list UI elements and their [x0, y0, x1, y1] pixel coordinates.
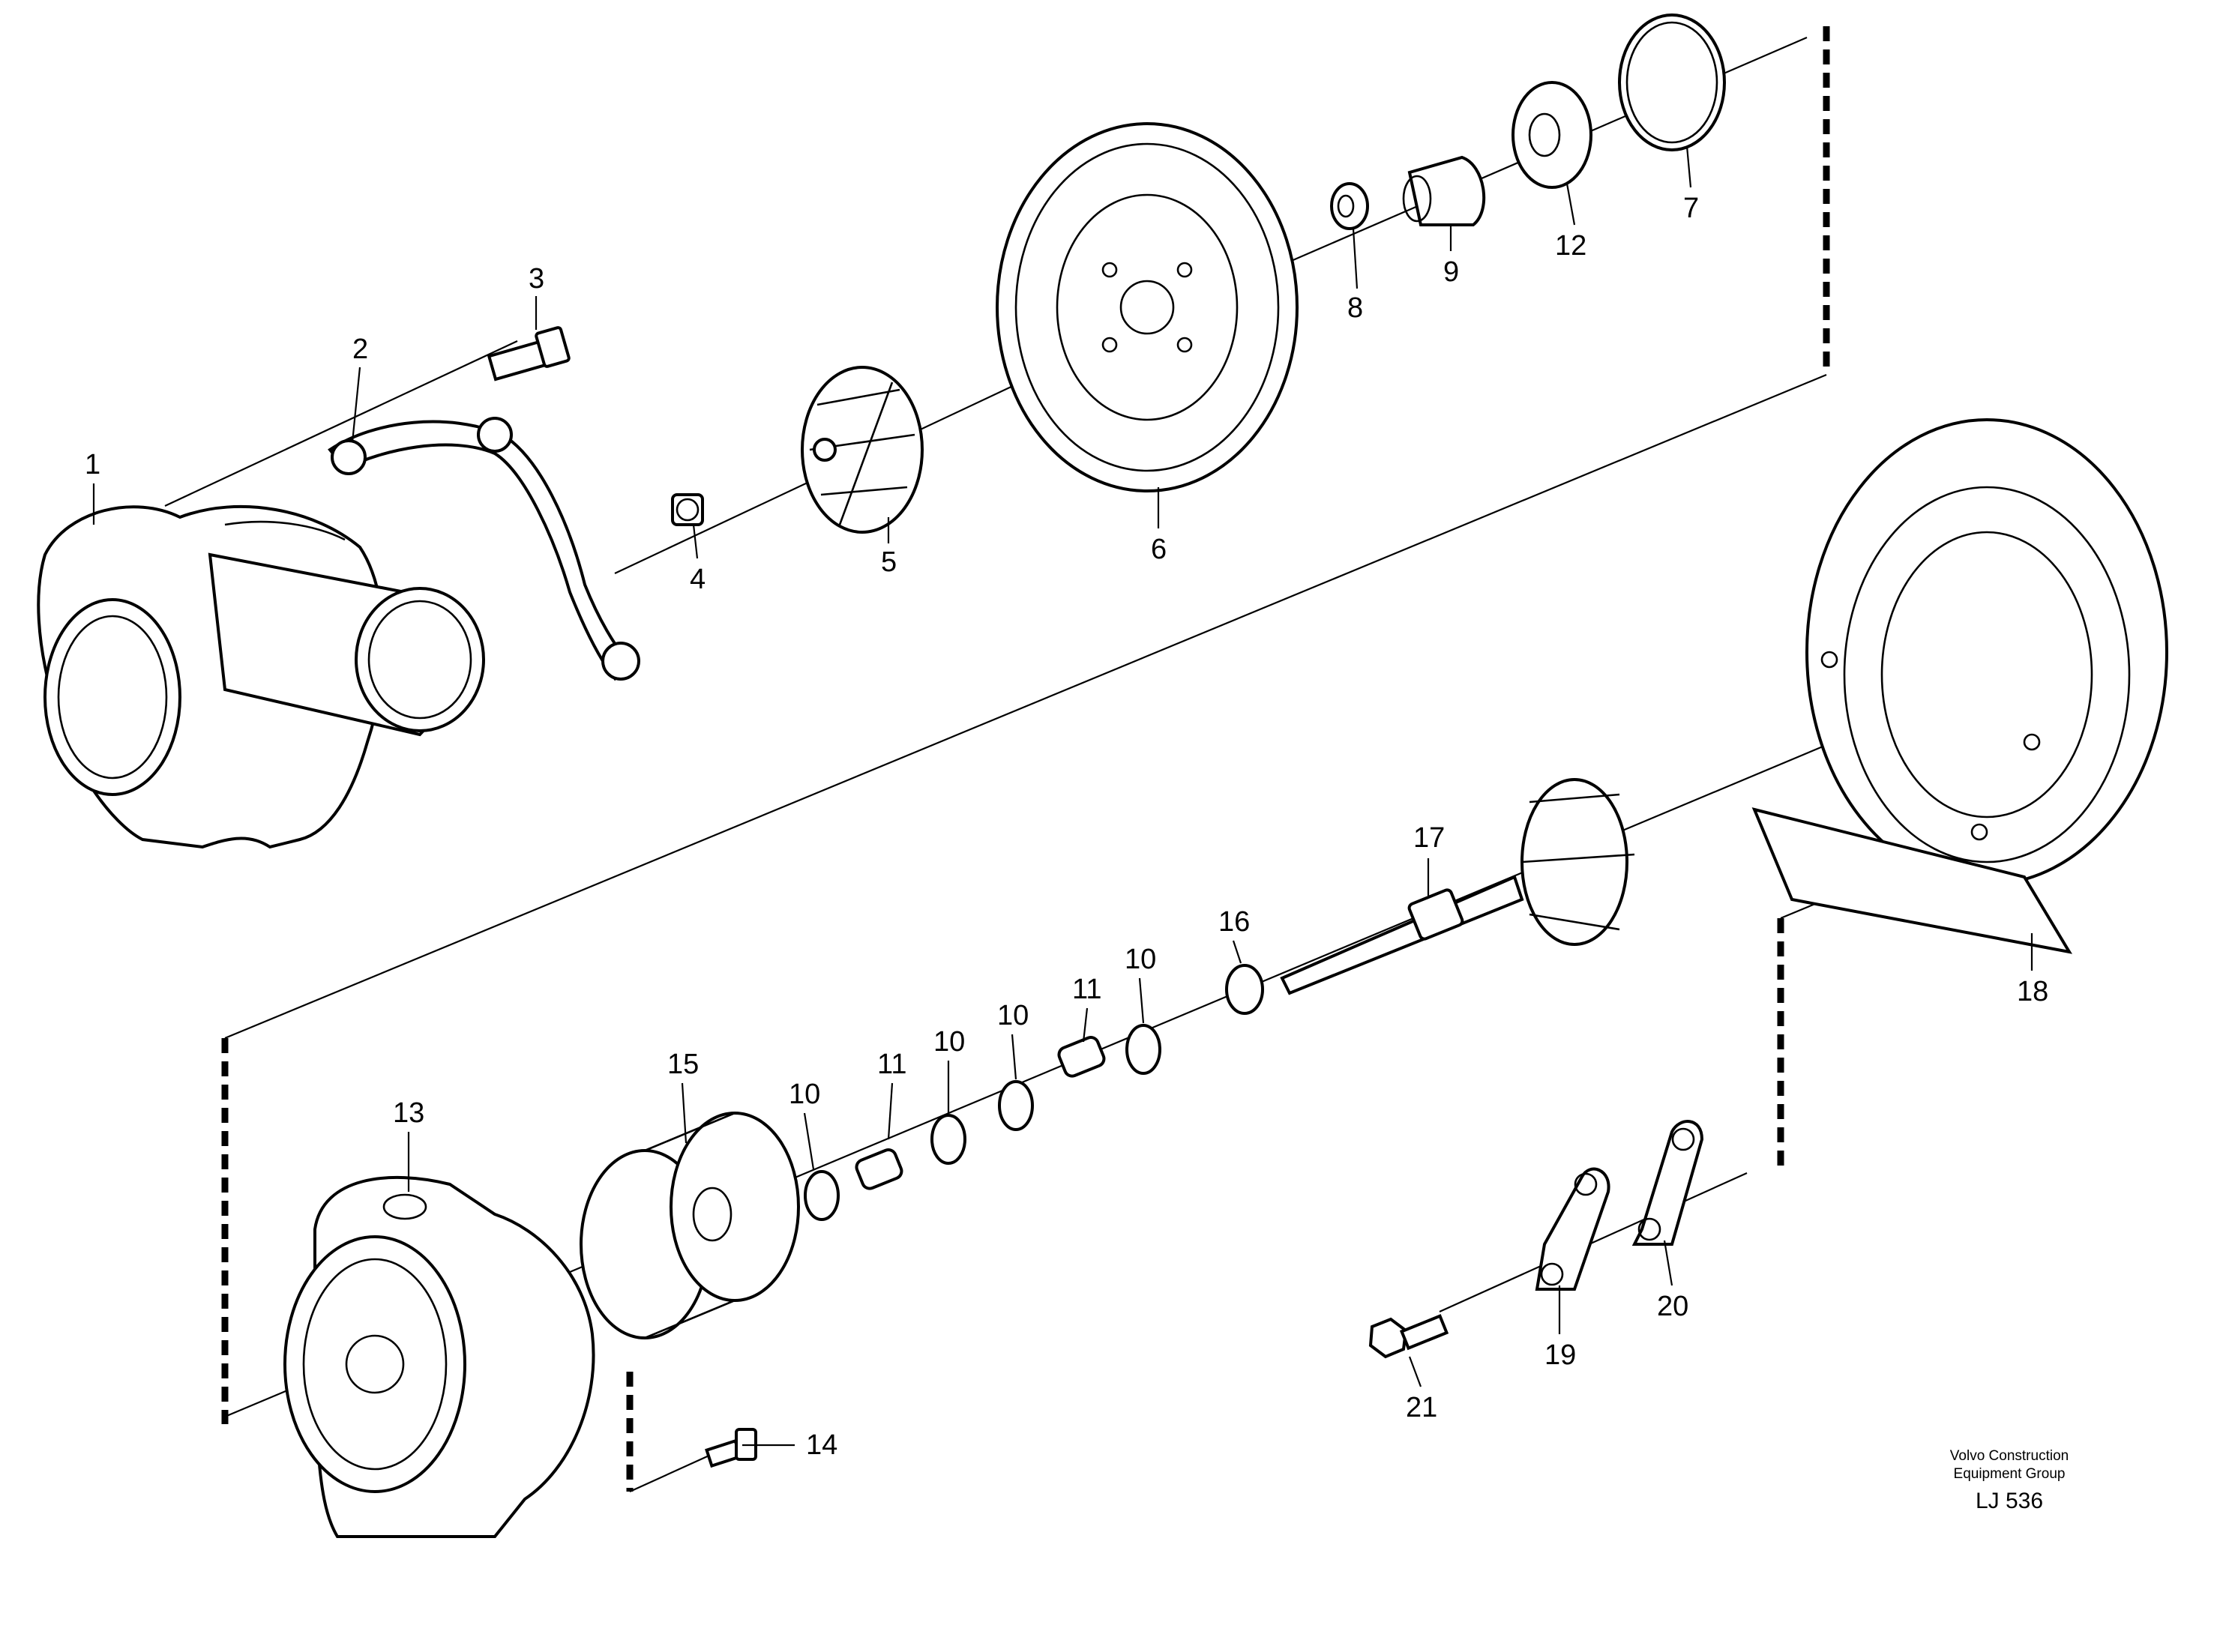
dashed-connector-lines [221, 26, 1980, 1493]
o-ring-part [1618, 13, 1726, 151]
callout-5: 5 [881, 546, 897, 578]
screw-part-14 [705, 1428, 757, 1468]
thrust-ring-part [1330, 182, 1369, 230]
thrust-bearing-part [1402, 155, 1486, 226]
nut-part [671, 493, 704, 526]
callout-16: 16 [1218, 906, 1250, 938]
callout-7: 7 [1683, 193, 1699, 224]
callout-20: 20 [1657, 1291, 1688, 1322]
bearing-housing-part [283, 1175, 595, 1538]
callout-2: 2 [352, 334, 368, 365]
compressor-wheel-part [801, 366, 924, 534]
callout-14: 14 [806, 1429, 837, 1461]
hex-bolt-part [1368, 1314, 1449, 1359]
lock-plate-parts [1535, 1120, 1704, 1291]
callout-13: 13 [393, 1097, 424, 1129]
callout-3: 3 [529, 263, 544, 295]
callout-10-d: 10 [1125, 944, 1156, 975]
backplate-part [996, 122, 1299, 492]
turbine-housing-part [1751, 418, 2168, 954]
callout-12: 12 [1555, 230, 1586, 262]
callout-6: 6 [1151, 534, 1167, 565]
callout-8: 8 [1347, 292, 1363, 324]
seal-plate-part [1511, 81, 1592, 189]
callout-21: 21 [1406, 1392, 1437, 1423]
title-block: Volvo Construction Equipment Group LJ 53… [1950, 1448, 2069, 1513]
callout-10-c: 10 [997, 1000, 1029, 1031]
callout-4: 4 [690, 564, 706, 595]
callout-15: 15 [667, 1049, 699, 1080]
company-name-line-1: Volvo Construction [1950, 1448, 2069, 1464]
drawing-code: LJ 536 [1976, 1489, 2043, 1513]
callout-9: 9 [1443, 256, 1459, 288]
callout-19: 19 [1544, 1339, 1576, 1371]
callout-18: 18 [2017, 976, 2048, 1007]
screw-part [487, 326, 571, 382]
callout-11-b: 11 [1072, 974, 1101, 1005]
callout-leaders [92, 145, 2033, 1447]
bearing-and-ring-parts [804, 964, 1264, 1221]
callout-10-a: 10 [789, 1079, 820, 1110]
compressor-housing-part [37, 504, 485, 849]
callout-10-b: 10 [933, 1026, 965, 1058]
callout-11-a: 11 [877, 1049, 906, 1080]
callout-1: 1 [85, 449, 100, 480]
heat-shield-part [580, 1112, 800, 1339]
company-name-line-2: Equipment Group [1954, 1466, 2066, 1482]
callout-labels: 1 2 3 4 5 6 7 8 9 12 13 14 15 10 11 10 1… [85, 193, 2048, 1461]
callout-17: 17 [1413, 822, 1445, 854]
turbine-shaft-part [1280, 778, 1635, 995]
gasket-part [328, 417, 640, 681]
